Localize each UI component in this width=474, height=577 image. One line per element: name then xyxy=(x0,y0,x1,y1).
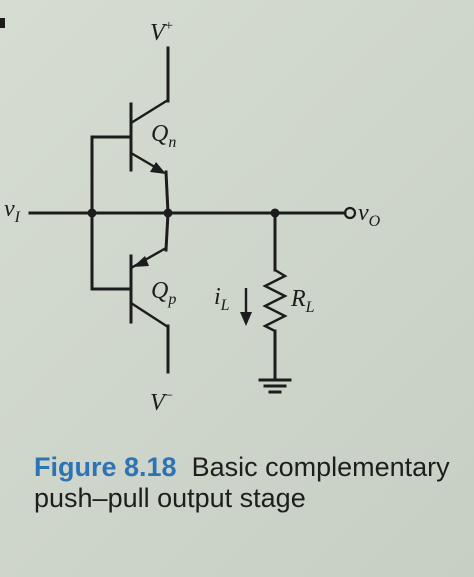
current-arrow-head xyxy=(240,312,252,326)
vi-label: vI xyxy=(4,196,21,226)
base-connection-wire xyxy=(90,135,133,291)
vo-label: vO xyxy=(358,200,381,230)
output-terminal xyxy=(343,206,357,220)
push-pull-circuit-diagram: V+ V− Qn Qp vI vO iL RL xyxy=(4,18,381,416)
qn-collector-line xyxy=(130,98,169,125)
figure-number: Figure 8.18 xyxy=(34,452,177,482)
qp-emitter-arrow xyxy=(133,256,149,267)
figure-caption: Figure 8.18 Basic complementary push–pul… xyxy=(34,452,454,514)
page-edge-mark xyxy=(0,18,5,28)
qn-emitter-arrow xyxy=(150,162,166,174)
emitter-junction-dot xyxy=(163,208,173,218)
output-to-qp-emitter-wire xyxy=(164,211,170,252)
load-resistor-zigzag xyxy=(262,268,288,333)
v-minus-label: V− xyxy=(150,388,173,416)
v-plus-label: V+ xyxy=(150,18,173,46)
qn-label: Qn xyxy=(151,121,176,151)
qn-emitter-to-output-wire xyxy=(164,170,170,215)
qp-label: Qp xyxy=(151,278,176,308)
rl-label: RL xyxy=(290,286,315,316)
qp-collector-line xyxy=(130,301,169,329)
caption-text: Basic complementary push–pull output sta… xyxy=(34,452,458,513)
il-label: iL xyxy=(214,284,230,314)
